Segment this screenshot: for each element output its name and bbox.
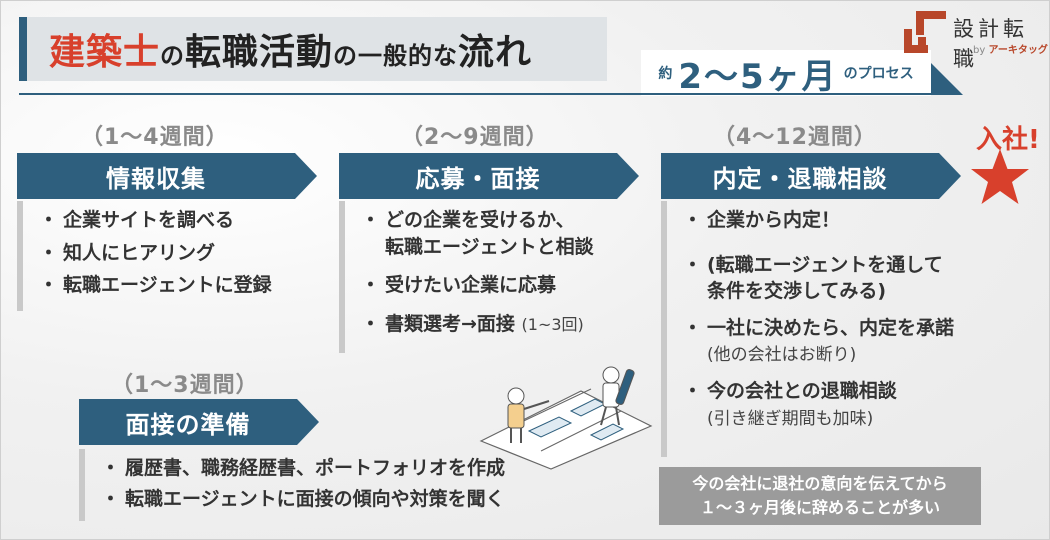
architects-illustration (479, 366, 653, 470)
stage3-list: ・企業から内定！ ・(転職エージェントを通して条件を交渉してみる) ・一社に決め… (683, 207, 954, 432)
title-job-hunting: 転職活動 (185, 32, 334, 73)
item-text: どの企業を受けるか、 (385, 209, 575, 231)
stage3-banner-arrow (661, 153, 961, 199)
stage1-label: 情報収集 (106, 164, 206, 193)
stage1-list: ・企業サイトを調べる ・知人にヒアリング ・転職エージェントに登録 (39, 207, 272, 299)
list-item: ・書類選考→面接 (1~3回) (361, 311, 594, 338)
stage1-banner-arrow (17, 153, 317, 199)
list-item: ・今の会社との退職相談 (引き継ぎ期間も加味) (683, 378, 954, 431)
title-architect: 建築士 (49, 32, 161, 73)
item-text: 転職エージェントに登録 (63, 274, 272, 297)
stage4-line (79, 449, 85, 521)
bullet-dot: ・ (683, 209, 703, 231)
bullet-dot: ・ (101, 457, 121, 479)
stage1-duration: （1～4週間） (81, 125, 229, 150)
title-particle: の (160, 42, 186, 70)
list-item: ・転職エージェントに面接の傾向や対策を聞く (101, 486, 505, 513)
logo-text: 設計転職 (953, 17, 1028, 71)
bullet-dot: ・ (39, 209, 59, 231)
title-box: 建築士の転職活動の一般的な流れ (19, 17, 607, 81)
footnote-box: 今の会社に退社の意向を伝えてから １～３ヶ月後に辞めることが多い (659, 467, 981, 525)
stage1-line (17, 201, 23, 311)
list-item: ・受けたい企業に応募 (361, 272, 594, 299)
process-suffix: のプロセス (843, 66, 914, 82)
list-item: ・履歴書、職務経歴書、ポートフォリオを作成 (101, 455, 505, 482)
item-text: 転職エージェントと相談 (385, 235, 594, 258)
item-text: 転職エージェントに面接の傾向や対策を聞く (125, 487, 505, 510)
page-title: 建築士の転職活動の一般的な流れ (49, 23, 532, 75)
star-icon (971, 149, 1029, 204)
list-item: ・知人にヒアリング (39, 240, 272, 267)
list-item: ・どの企業を受けるか、転職エージェントと相談 (361, 207, 594, 260)
process-range: 2～5ヶ月 (678, 56, 838, 97)
bullet-dot: ・ (683, 253, 703, 276)
stage4-banner: 面接の準備 (79, 399, 319, 445)
stage2-label: 応募・面接 (415, 164, 541, 193)
stage4-banner-arrow (79, 399, 319, 445)
title-general: の一般的な (333, 42, 459, 70)
process-wedge-icon (931, 63, 963, 95)
item-text: 受けたい企業に応募 (385, 274, 557, 297)
item-text: 今の会社との退職相談 (707, 380, 897, 403)
stage2-banner: 応募・面接 (339, 153, 639, 199)
process-prefix: 約 (658, 66, 673, 82)
stage4-list: ・履歴書、職務経歴書、ポートフォリオを作成 ・転職エージェントに面接の傾向や対策… (101, 455, 505, 512)
process-duration-tag: 約 2～5ヶ月 のプロセス (641, 50, 931, 97)
stage3-label: 内定・退職相談 (712, 164, 888, 193)
stage2-banner-arrow (339, 153, 639, 199)
logo-brand: アーキタッグ (988, 45, 1048, 56)
item-text: 企業サイトを調べる (63, 209, 235, 231)
list-item: ・転職エージェントに登録 (39, 272, 272, 299)
title-flow: 流れ (458, 32, 533, 73)
bullet-dot: ・ (39, 241, 59, 264)
stage4-duration: （1～3週間） (111, 373, 259, 398)
bullet-dot: ・ (361, 274, 381, 297)
item-text: 知人にヒアリング (63, 241, 216, 264)
stage1-banner: 情報収集 (17, 153, 317, 199)
item-note: (1~3回) (521, 314, 584, 334)
list-item: ・企業サイトを調べる (39, 207, 272, 234)
item-text: 企業から内定！ (707, 209, 841, 231)
bullet-dot: ・ (361, 312, 381, 335)
bullet-dot: ・ (39, 274, 59, 297)
stage3-line (661, 201, 667, 457)
stage2-duration: （2～9週間） (401, 125, 549, 150)
item-text: 履歴書、職務経歴書、ポートフォリオを作成 (125, 457, 506, 479)
footnote-line2: １～３ヶ月後に辞めることが多い (699, 498, 940, 517)
logo-by: by (973, 45, 986, 56)
item-text: 一社に決めたら、内定を承諾 (707, 316, 955, 339)
list-item: ・(転職エージェントを通して条件を交渉してみる) (683, 252, 954, 305)
item-text: (転職エージェントを通して (707, 253, 943, 276)
logo-mark-icon (904, 11, 946, 53)
item-text: 書類選考→面接 (385, 312, 515, 335)
bullet-dot: ・ (683, 316, 703, 339)
bullet-dot: ・ (361, 209, 381, 231)
title-divider (19, 93, 959, 95)
logo-byline: by アーキタッグ (973, 41, 1048, 56)
list-item: ・一社に決めたら、内定を承諾 (他の会社はお断り) (683, 315, 954, 368)
stage3-duration: （4～12週間） (713, 125, 877, 150)
item-subtext: (引き継ぎ期間も加味) (707, 408, 874, 429)
stage2-list: ・どの企業を受けるか、転職エージェントと相談 ・受けたい企業に応募 ・書類選考→… (361, 207, 594, 337)
list-item: ・企業から内定！ (683, 207, 954, 234)
joined-label: 入社! (976, 125, 1040, 155)
bullet-dot: ・ (683, 380, 703, 403)
stage3-banner: 内定・退職相談 (661, 153, 961, 199)
bullet-dot: ・ (101, 487, 121, 510)
stage4-label: 面接の準備 (125, 410, 251, 439)
footnote-line1: 今の会社に退社の意向を伝えてから (692, 474, 948, 493)
item-text: 条件を交渉してみる) (707, 280, 887, 303)
item-subtext: (他の会社はお断り) (707, 345, 857, 366)
stage2-line (339, 201, 345, 353)
